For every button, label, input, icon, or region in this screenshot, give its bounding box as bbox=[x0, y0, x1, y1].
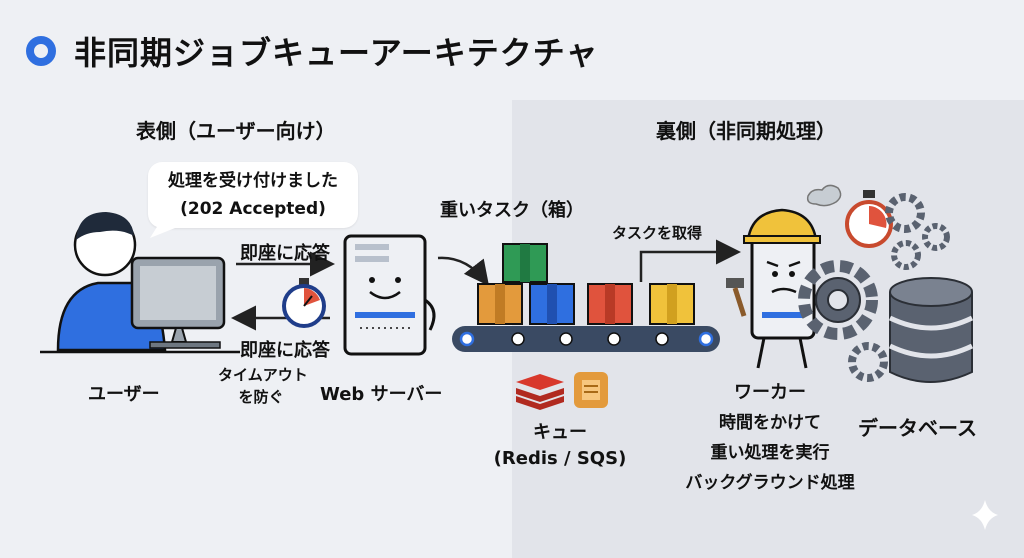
stopwatch-icon-right bbox=[845, 190, 893, 248]
heavy-task-label: 重いタスク（箱） bbox=[440, 200, 584, 221]
hammer-icon bbox=[726, 278, 747, 317]
fetch-task-label: タスクを取得 bbox=[612, 224, 703, 242]
worker-description: 時間をかけて 重い処理を実行 バックグラウンド処理 bbox=[650, 408, 890, 498]
database-label: データベース bbox=[858, 416, 977, 440]
database-icon bbox=[888, 277, 974, 383]
arrow-enqueue bbox=[437, 256, 490, 286]
page-title: 非同期ジョブキューアーキテクチャ bbox=[74, 34, 599, 72]
title-bar: 非同期ジョブキューアーキテクチャ bbox=[26, 28, 598, 74]
user-at-computer-icon bbox=[40, 212, 240, 354]
arrow-label-top: 即座に応答 bbox=[240, 243, 330, 264]
arrow-label-bottom: 即座に応答 bbox=[240, 340, 330, 361]
worker-desc-line-2: 重い処理を実行 bbox=[710, 443, 830, 463]
gear-icon-small-2 bbox=[922, 223, 950, 251]
bubble-line-2: (202 Accepted) bbox=[180, 199, 326, 219]
timeout-line-2: を防ぐ bbox=[238, 388, 284, 406]
hard-hat-icon bbox=[743, 208, 821, 244]
gear-icon bbox=[798, 260, 878, 340]
response-bubble: 処理を受け付けました (202 Accepted) bbox=[148, 162, 358, 228]
front-heading: 表側（ユーザー向け） bbox=[136, 119, 336, 143]
worker-desc-line-1: 時間をかけて bbox=[719, 413, 821, 433]
gear-icon-small-3 bbox=[891, 240, 921, 270]
timeout-note: タイムアウト を防ぐ bbox=[218, 364, 308, 408]
timeout-line-1: タイムアウト bbox=[218, 366, 308, 384]
arrow-fetch bbox=[639, 239, 741, 282]
bubble-tail bbox=[150, 222, 180, 238]
back-heading: 裏側（非同期処理） bbox=[656, 119, 836, 143]
queue-tech-label: (Redis / SQS) bbox=[493, 448, 627, 469]
box-icon bbox=[477, 243, 695, 325]
queue-label: キュー bbox=[533, 422, 587, 443]
web-server-label: Web サーバー bbox=[320, 384, 443, 405]
redis-icon bbox=[516, 374, 564, 410]
steam-icon bbox=[806, 184, 842, 207]
sqs-icon bbox=[574, 372, 608, 408]
gear-icon-small-4 bbox=[848, 342, 888, 382]
stopwatch-icon bbox=[282, 278, 326, 328]
gear-icon-small-1 bbox=[885, 193, 925, 233]
sparkle-icon bbox=[972, 500, 998, 530]
bubble-line-1: 処理を受け付けました bbox=[168, 171, 338, 191]
worker-robot-icon bbox=[750, 234, 816, 369]
web-server-icon bbox=[343, 234, 436, 356]
worker-desc-line-3: バックグラウンド処理 bbox=[685, 473, 855, 493]
conveyor-belt-icon bbox=[452, 326, 720, 352]
title-ring-icon bbox=[26, 36, 56, 66]
worker-label: ワーカー bbox=[734, 382, 806, 403]
user-label: ユーザー bbox=[88, 384, 160, 405]
